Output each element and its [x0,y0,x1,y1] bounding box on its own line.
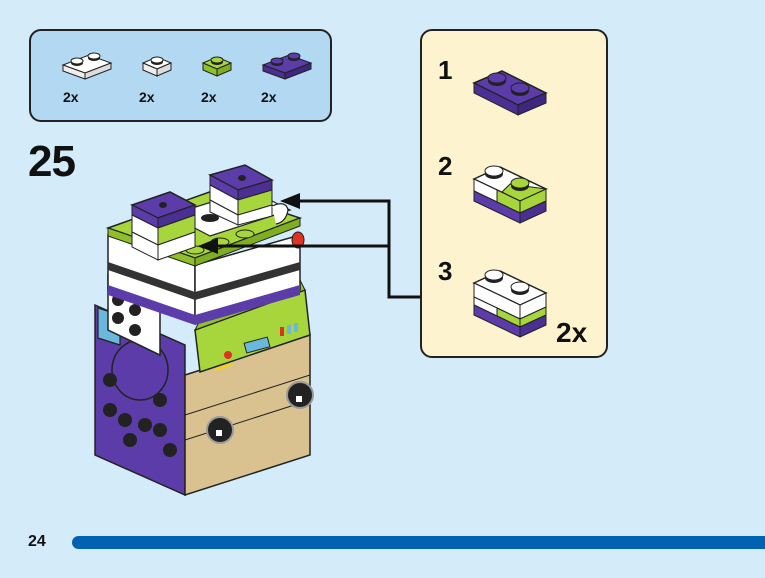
white-plate-1x1-icon [141,56,173,77]
sub-step-3-assembly-icon [472,269,548,338]
sub-step-1-label: 1 [438,55,453,85]
page-bar [72,536,765,549]
sub-assembly-qty: 2x [556,317,588,348]
part-qty: 2x [139,89,155,105]
sub-step-2-assembly-icon [472,165,548,224]
part-white-plate-1x1 [139,51,199,111]
part-qty: 2x [63,89,79,105]
arrow-head-top [280,193,300,209]
part-lime-plate-1x1 [199,51,259,111]
sub-assembly-panel: 1 2 3 2x [420,29,608,358]
step-number: 25 [28,137,76,186]
lime-plate-1x1-icon [201,56,233,77]
arrow-head-bottom [198,238,218,254]
purple-plate-1x2-icon [261,52,313,80]
sub-step-2-label: 2 [438,151,453,181]
connector-line-top [292,199,420,299]
part-qty: 2x [201,89,217,105]
white-plate-1x2-icon [61,52,113,80]
part-white-plate-1x2 [59,51,119,111]
eye-right [286,381,314,409]
parts-list-box: 2x 2x 2x 2x [29,29,332,122]
sub-step-3-label: 3 [438,256,453,286]
part-purple-plate-1x2 [259,51,319,111]
page-number: 24 [28,533,46,550]
sub-step-1-purple-plate-icon [472,70,548,116]
part-qty: 2x [261,89,277,105]
